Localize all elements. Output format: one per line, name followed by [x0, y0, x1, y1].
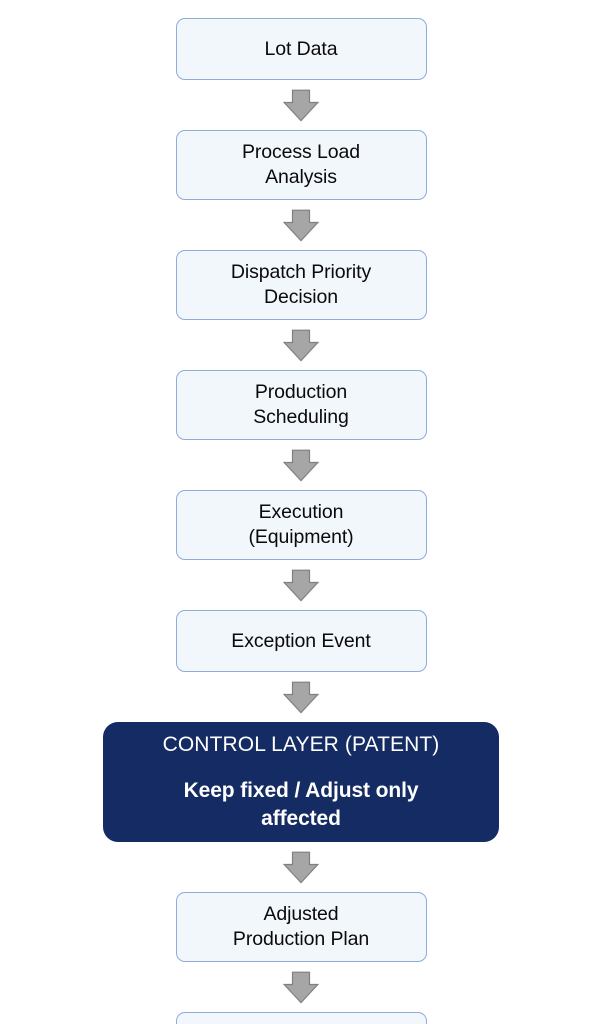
flow-node-exception-event[interactable]: Exception Event: [175, 610, 427, 672]
control-layer-title: CONTROL LAYER (PATENT): [162, 733, 440, 756]
arrow-down-block-icon: [283, 209, 319, 242]
flow-node-label: Production Scheduling: [253, 381, 349, 428]
arrow-down-block-icon: [283, 681, 319, 714]
control-layer-subtitle: Keep fixed / Adjust only affected: [183, 779, 419, 830]
flow-node-dispatch-priority[interactable]: Dispatch Priority Decision: [175, 250, 427, 320]
flow-node-label: Lot Data: [264, 37, 338, 60]
flow-node-production-scheduling[interactable]: Production Scheduling: [175, 370, 427, 440]
arrow-down-block-icon: [283, 851, 319, 884]
flow-node-lot-data[interactable]: Lot Data: [175, 18, 427, 80]
flow-node-control-layer[interactable]: CONTROL LAYER (PATENT) Keep fixed / Adju…: [103, 722, 499, 842]
flow-node-execution-equipment[interactable]: Execution (Equipment): [175, 490, 427, 560]
arrow-down-block-icon: [283, 449, 319, 482]
arrow-down-block-icon: [283, 329, 319, 362]
arrow-down-block-icon: [283, 89, 319, 122]
arrow-down-block-icon: [283, 569, 319, 602]
flow-node-label: Exception Event: [231, 629, 371, 652]
flow-node-adjusted-plan[interactable]: Adjusted Production Plan: [175, 892, 427, 962]
flow-node-label: Process Load Analysis: [241, 141, 361, 188]
flow-node-execution-continues[interactable]: Execution Continues: [175, 1012, 427, 1024]
flow-node-label: Dispatch Priority Decision: [230, 261, 372, 308]
flow-node-label: Execution (Equipment): [248, 501, 354, 548]
flow-node-label: Adjusted Production Plan: [232, 903, 370, 950]
arrow-down-block-icon: [283, 971, 319, 1004]
flow-node-process-load[interactable]: Process Load Analysis: [175, 130, 427, 200]
flow-node-highlight-label: CONTROL LAYER (PATENT) Keep fixed / Adju…: [163, 713, 440, 851]
